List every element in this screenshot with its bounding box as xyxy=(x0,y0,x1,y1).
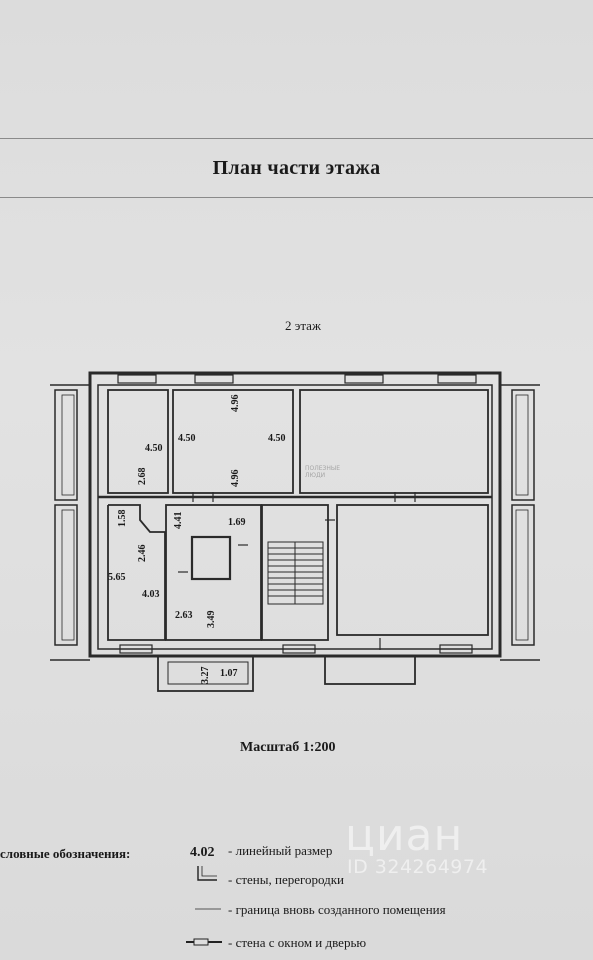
dim-label: 2.68 xyxy=(137,468,148,486)
dim-label: 4.50 xyxy=(268,433,286,444)
lower-rooms xyxy=(107,504,489,641)
dim-label: 4.50 xyxy=(145,443,163,454)
watermark-small: ПОЛЕЗНЫЕ ЛЮДИ xyxy=(305,465,340,479)
dim-label: 1.07 xyxy=(220,668,238,679)
door-marks xyxy=(178,492,416,650)
legend-title: словные обозначения: xyxy=(0,846,131,861)
title-bottom-rule xyxy=(0,197,593,198)
page-title: План части этажа xyxy=(212,157,381,179)
dim-label: 4.50 xyxy=(178,433,196,444)
dim-label: 3.27 xyxy=(200,667,211,685)
dim-label: 3.49 xyxy=(206,611,217,629)
outer-wall-inner xyxy=(97,384,493,650)
dim-label: 4.03 xyxy=(142,589,160,600)
dim-label: 4.96 xyxy=(230,470,241,488)
window-door-symbol-icon xyxy=(186,938,222,946)
outer-wall xyxy=(88,371,502,658)
upper-rooms xyxy=(107,389,489,494)
dim-label: 5.65 xyxy=(108,572,126,583)
dim-label: 1.58 xyxy=(117,510,128,528)
top-windows xyxy=(117,374,477,384)
legend-text: - линейный размер xyxy=(228,843,333,858)
staircase xyxy=(267,541,324,605)
dim-label: 2.63 xyxy=(175,610,193,621)
legend-text: - граница вновь созданного помещения xyxy=(228,902,446,917)
bottom-annex xyxy=(157,655,416,692)
dim-label: 4.96 xyxy=(230,395,241,413)
legend-key: 4.02 xyxy=(190,845,215,860)
watermark-logo: циан xyxy=(345,810,464,861)
scale-label: Масштаб 1:200 xyxy=(240,740,336,755)
legend-text: - стена с окном и дверью xyxy=(228,935,367,950)
dim-label: 4.41 xyxy=(173,512,184,530)
side-structures xyxy=(50,384,540,661)
top-rule xyxy=(0,138,593,139)
floor-label: 2 этаж xyxy=(285,318,321,333)
dim-label: 1.69 xyxy=(228,517,246,528)
wall-symbol-icon xyxy=(197,866,217,881)
bottom-windows xyxy=(119,644,473,654)
watermark: циан ID 324264974 xyxy=(325,790,585,900)
boundary-symbol-icon xyxy=(195,908,221,910)
legend-text: - стены, перегородки xyxy=(228,872,345,887)
watermark-id: ID 324264974 xyxy=(347,856,489,878)
dim-label: 2.46 xyxy=(137,545,148,563)
